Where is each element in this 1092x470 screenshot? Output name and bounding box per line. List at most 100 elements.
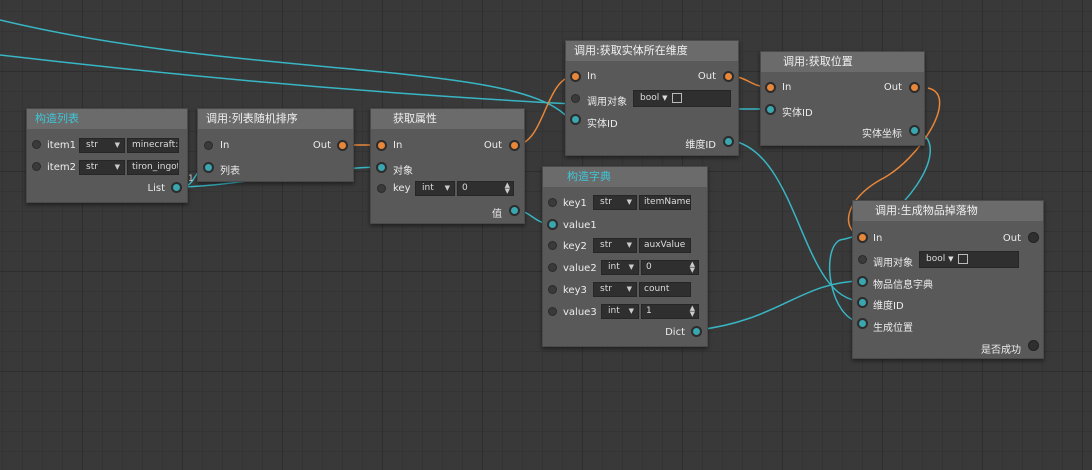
coord-out-port[interactable] bbox=[909, 125, 920, 136]
node-get-attr[interactable]: 获取属性 In Out 对象 key int▼ 0▲▼ 值 bbox=[370, 108, 525, 224]
entity-port[interactable] bbox=[570, 114, 581, 125]
node-title: 调用:获取实体所在维度 bbox=[566, 41, 738, 61]
chevron-down-icon: ▼ bbox=[114, 141, 120, 149]
object-label: 对象 bbox=[393, 166, 413, 177]
in-label: In bbox=[220, 140, 230, 151]
in-label: In bbox=[782, 82, 792, 93]
success-label: 是否成功 bbox=[981, 345, 1021, 356]
value-out-port[interactable] bbox=[509, 205, 520, 216]
value2-value-field[interactable]: 0 ▲▼ bbox=[641, 260, 699, 275]
value3-type-select[interactable]: int▼ bbox=[601, 304, 639, 319]
caller-type-select[interactable]: bool ▼ bbox=[633, 90, 731, 107]
key-value-field[interactable]: 0▲▼ bbox=[457, 181, 514, 196]
chevron-down-icon: ▼ bbox=[628, 263, 634, 271]
list-out-port[interactable] bbox=[171, 182, 182, 193]
caller-port[interactable] bbox=[858, 255, 867, 264]
checkbox[interactable] bbox=[957, 253, 968, 264]
item1-port[interactable] bbox=[32, 140, 41, 149]
node-build-dict[interactable]: 构造字典 key1 str▼ itemName value1 key2 str▼… bbox=[542, 166, 708, 347]
field-value: 0 bbox=[646, 262, 652, 272]
out-port[interactable] bbox=[1028, 232, 1039, 243]
in-port[interactable] bbox=[765, 82, 776, 93]
caller-port[interactable] bbox=[571, 94, 580, 103]
iteminfo-port[interactable] bbox=[857, 276, 868, 287]
value3-value-field[interactable]: 1 ▲▼ bbox=[641, 304, 699, 319]
spinner-icon[interactable]: ▲▼ bbox=[689, 304, 695, 318]
item1-value-field[interactable]: minecraft:di bbox=[127, 138, 179, 153]
out-port[interactable] bbox=[337, 140, 348, 151]
node-list-shuffle[interactable]: 调用:列表随机排序 In Out 列表 bbox=[197, 108, 354, 182]
dim-label: 维度ID bbox=[685, 140, 716, 151]
checkbox[interactable] bbox=[671, 92, 682, 103]
out-port[interactable] bbox=[723, 71, 734, 82]
caller-label: 调用对象 bbox=[587, 97, 627, 108]
node-get-position[interactable]: 调用:获取位置 In Out 实体ID 实体坐标 bbox=[760, 51, 925, 146]
entity-port[interactable] bbox=[765, 104, 776, 115]
item1-type-select[interactable]: str▼ bbox=[79, 138, 125, 153]
dict-out-label: Dict bbox=[665, 327, 685, 338]
chevron-down-icon: ▼ bbox=[626, 285, 632, 293]
key3-type-select[interactable]: str ▼ bbox=[593, 282, 637, 297]
node-build-list[interactable]: 构造列表 item1 str▼ minecraft:di item2 str▼ … bbox=[26, 108, 188, 203]
value2-port[interactable] bbox=[548, 263, 557, 272]
key1-label: key1 bbox=[563, 198, 587, 209]
value2-type-select[interactable]: int ▼ bbox=[601, 260, 639, 275]
pos-label: 生成位置 bbox=[873, 323, 913, 334]
key2-port[interactable] bbox=[548, 241, 557, 250]
pos-port[interactable] bbox=[857, 318, 868, 329]
dim-port[interactable] bbox=[857, 297, 868, 308]
caller-type-select[interactable]: bool ▼ bbox=[919, 251, 1019, 268]
in-port[interactable] bbox=[857, 232, 868, 243]
list-in-port[interactable] bbox=[203, 162, 214, 173]
node-title: 调用:获取位置 bbox=[761, 52, 924, 72]
value1-label: value1 bbox=[563, 220, 597, 231]
select-value: int bbox=[608, 262, 620, 272]
chevron-down-icon: ▼ bbox=[662, 94, 668, 102]
item2-port[interactable] bbox=[32, 162, 41, 171]
node-spawn-item[interactable]: 调用:生成物品掉落物 In Out 调用对象 bool ▼ 物品信息字典 维度I… bbox=[852, 200, 1044, 359]
chevron-down-icon: ▼ bbox=[626, 198, 632, 206]
select-value: str bbox=[86, 162, 98, 172]
spinner-icon[interactable]: ▲▼ bbox=[689, 260, 695, 274]
in-port[interactable] bbox=[204, 141, 213, 150]
select-value: int bbox=[422, 183, 434, 193]
key2-type-select[interactable]: str▼ bbox=[593, 238, 637, 253]
select-value: str bbox=[600, 284, 612, 294]
value2-label: value2 bbox=[563, 263, 597, 274]
item2-type-select[interactable]: str▼ bbox=[79, 160, 125, 175]
value3-port[interactable] bbox=[548, 307, 557, 316]
in-port[interactable] bbox=[570, 71, 581, 82]
key1-port[interactable] bbox=[548, 198, 557, 207]
key-port[interactable] bbox=[377, 184, 386, 193]
in-label: In bbox=[873, 233, 883, 244]
key3-port[interactable] bbox=[548, 285, 557, 294]
object-port[interactable] bbox=[376, 162, 387, 173]
out-port[interactable] bbox=[509, 140, 520, 151]
in-port[interactable] bbox=[376, 140, 387, 151]
value1-port[interactable] bbox=[547, 219, 558, 230]
key2-value-field[interactable]: auxValue bbox=[639, 238, 691, 253]
key1-value-field[interactable]: itemName bbox=[639, 195, 691, 210]
out-port[interactable] bbox=[909, 82, 920, 93]
item2-value-field[interactable]: tiron_ingot bbox=[127, 160, 179, 175]
dict-out-port[interactable] bbox=[691, 326, 702, 337]
key-type-select[interactable]: int▼ bbox=[415, 181, 455, 196]
dim-out-port[interactable] bbox=[723, 136, 734, 147]
caller-label: 调用对象 bbox=[873, 258, 913, 269]
spinner-icon[interactable]: ▲▼ bbox=[504, 181, 510, 195]
item2-label: item2 bbox=[47, 162, 76, 173]
key3-value-field[interactable]: count bbox=[639, 282, 691, 297]
out-label: Out bbox=[483, 140, 502, 151]
node-title: 构造字典 bbox=[543, 167, 707, 187]
field-value: 1 bbox=[646, 306, 652, 316]
node-get-dimension[interactable]: 调用:获取实体所在维度 In Out 调用对象 bool ▼ 实体ID 维度ID bbox=[565, 40, 739, 156]
chevron-down-icon: ▼ bbox=[628, 307, 634, 315]
success-out-port[interactable] bbox=[1028, 340, 1039, 351]
iteminfo-label: 物品信息字典 bbox=[873, 280, 933, 291]
entity-label: 实体ID bbox=[587, 119, 618, 130]
in-label: In bbox=[393, 140, 403, 151]
node-title: 调用:列表随机排序 bbox=[198, 109, 353, 129]
entity-label: 实体ID bbox=[782, 108, 813, 119]
key1-type-select[interactable]: str▼ bbox=[593, 195, 637, 210]
chevron-down-icon: ▼ bbox=[626, 241, 632, 249]
